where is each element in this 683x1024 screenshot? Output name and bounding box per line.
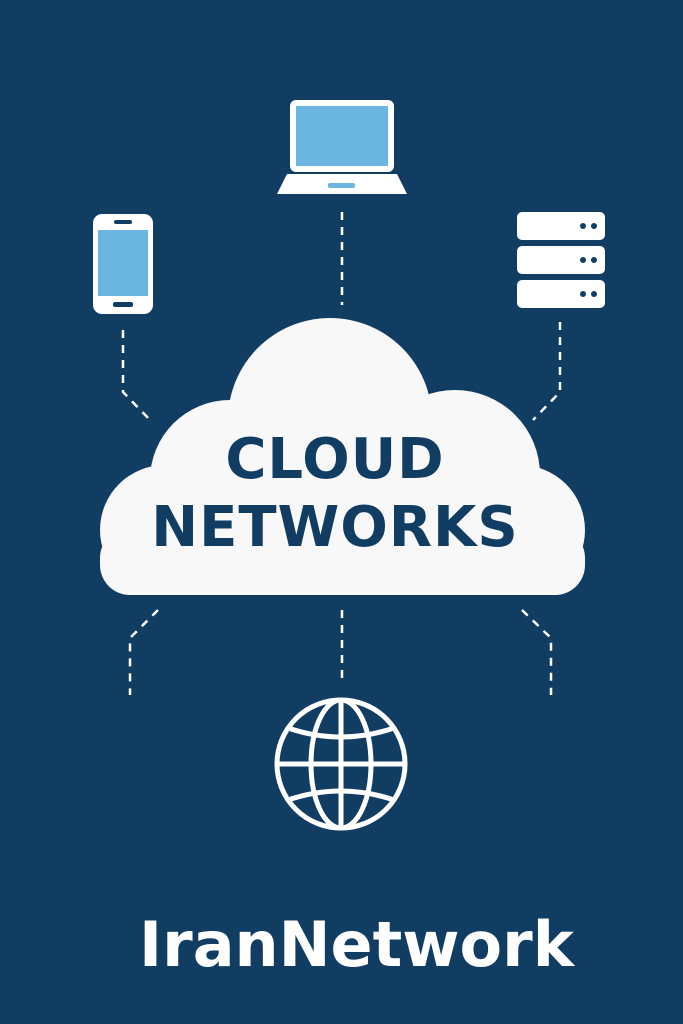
server-icon	[517, 212, 605, 308]
globe-icon	[274, 697, 408, 831]
cloud-title-line2: NETWORKS	[151, 495, 519, 560]
laptop-icon	[277, 100, 407, 194]
smartphone-icon	[93, 214, 153, 314]
cloud-title-line1: CLOUD	[225, 427, 445, 492]
cloud-icon	[100, 318, 585, 595]
connector-bottom-left	[128, 609, 159, 695]
connector-server	[532, 322, 562, 421]
connector-bottom-right	[521, 609, 553, 695]
connector-lines	[121, 212, 562, 695]
connector-phone	[121, 330, 151, 421]
brand-name: IranNetwork	[139, 908, 574, 981]
